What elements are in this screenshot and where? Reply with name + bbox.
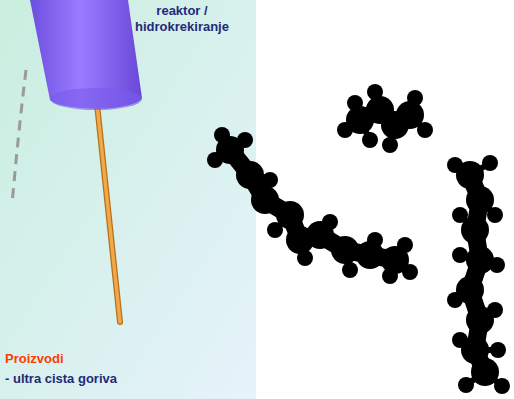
carbon-atom [331,236,359,264]
carbon-atom [466,246,494,274]
carbon-atom [251,186,279,214]
reactor-label: reaktor / hidrokrekiranje [132,3,232,35]
hydrogen-atom [382,137,398,153]
carbon-atom [471,358,499,386]
carbon-atom [381,246,409,274]
hydrogen-atom [262,172,278,188]
hydrogen-atom [452,247,468,263]
reactor-bottom [50,88,142,110]
hydrogen-atom [494,378,510,394]
carbon-atom [456,276,484,304]
carbon-atom [236,161,264,189]
carbon-atom [466,306,494,334]
hydrogen-atom [490,342,506,358]
carbon-atom [466,186,494,214]
hydrogen-atom [458,377,474,393]
molecules [207,84,510,394]
pipe [97,104,120,322]
hydrogen-atom [342,262,358,278]
carbon-atom [306,221,334,249]
carbon-atom [216,136,244,164]
carbon-atom [456,161,484,189]
hydrogen-atom [362,132,378,148]
products-item: - ultra cista goriva [5,371,117,387]
carbon-atom [396,101,424,129]
carbon-atom [461,216,489,244]
carbon-atom [276,201,304,229]
products-heading: Proizvodi [5,351,64,367]
background-panel [0,0,256,399]
pipe-outline [97,104,120,322]
dashed-line [12,70,26,205]
carbon-atom [356,241,384,269]
hydrogen-atom [482,155,498,171]
